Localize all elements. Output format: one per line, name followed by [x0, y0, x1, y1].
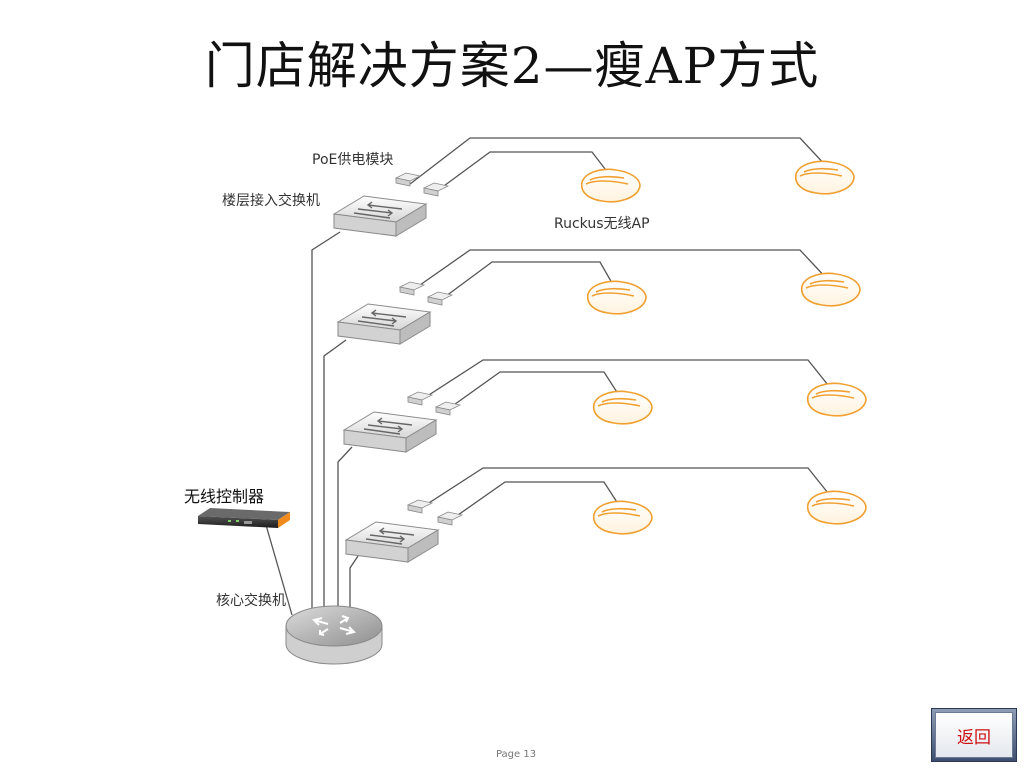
floor-switch-icon [342, 411, 438, 453]
cable-lines [265, 137, 833, 618]
uplink-floor4 [349, 555, 359, 612]
floor-switch-icon [332, 195, 428, 237]
access-point-icon [580, 168, 641, 203]
poe-modules [394, 172, 464, 526]
cable-floor4-ap-far [417, 467, 833, 511]
uplink-controller [265, 524, 293, 616]
access-point-icon [592, 390, 653, 425]
back-button[interactable]: 返回 [931, 708, 1017, 762]
cable-floor3-ap-near [443, 371, 623, 413]
poe-module-icon [422, 182, 450, 197]
wireless-controller-icon [198, 508, 290, 528]
back-button-label: 返回 [935, 712, 1013, 758]
access-point-icon [800, 272, 861, 307]
uplink-floor2 [323, 339, 347, 616]
cable-floor3-ap-far [417, 359, 833, 403]
poe-module-icon [426, 291, 454, 306]
poe-module-icon [406, 391, 434, 406]
poe-module-icon [434, 401, 462, 416]
access-point-icon [592, 500, 653, 535]
wireless-aps [580, 160, 867, 535]
cable-floor2-ap-far [409, 249, 829, 293]
floor-switches [332, 195, 440, 563]
access-point-icon [806, 490, 867, 525]
label-wireless-controller: 无线控制器 [184, 487, 264, 506]
poe-module-icon [436, 511, 464, 526]
uplink-floor3 [337, 446, 353, 614]
access-point-icon [794, 160, 855, 195]
cable-floor4-ap-near [447, 481, 623, 523]
slide-title: 门店解决方案2—瘦AP方式 [204, 37, 820, 95]
cable-floor1-ap-near [432, 151, 613, 195]
floor-switch-icon [336, 303, 432, 345]
core-switch-icon [285, 605, 383, 665]
poe-module-icon [394, 172, 422, 187]
uplink-floor1 [311, 231, 341, 618]
access-point-icon [586, 280, 647, 315]
floor-switch-icon [344, 521, 440, 563]
poe-module-icon [406, 499, 434, 514]
label-ruckus-ap: Ruckus无线AP [554, 216, 650, 232]
label-poe-module: PoE供电模块 [312, 152, 393, 168]
access-point-icon [806, 382, 867, 417]
label-floor-switch: 楼层接入交换机 [222, 192, 320, 209]
label-core-switch: 核心交换机 [216, 592, 286, 609]
page-number: Page 13 [495, 749, 537, 760]
cable-floor1-ap-far [409, 137, 829, 185]
poe-module-icon [398, 281, 426, 296]
cable-floor2-ap-near [437, 261, 617, 303]
